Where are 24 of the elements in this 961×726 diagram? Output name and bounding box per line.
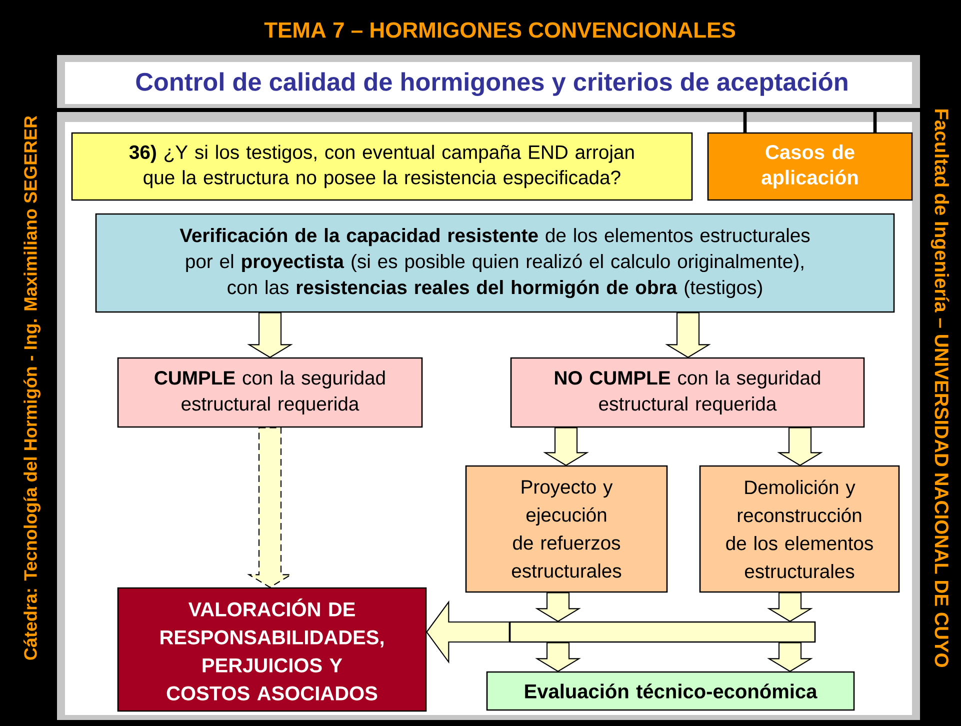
question-box: 36) ¿Y si los testigos, con eventual campaña END arrojan que la estructura no posee la resistencia especificada? (71, 132, 693, 201)
block-arrow (247, 427, 293, 588)
subtitle: Control de calidad de hormigones y criterios de aceptación (136, 72, 848, 96)
outcome-box: Evaluación técnico-económica (486, 671, 855, 711)
block-arrow (767, 642, 813, 672)
block-arrow (535, 592, 581, 622)
block-arrow (426, 600, 510, 664)
block-arrow (777, 427, 823, 466)
block-arrow (665, 312, 711, 358)
process-box: Verificación de la capacidad resistente de los elementos estructurales por el proyectista (si es posible quien realizó el calculo originalmente), con las resistencias reales del hormigón de obra (testigos) (95, 213, 895, 313)
side-label: Cátedra: Tecnología del Hormigón - Ing. Maximiliano SEGERER (24, 116, 40, 660)
result-box: CUMPLE con la seguridad estructural requerida (117, 357, 423, 428)
process-box: Demolición y reconstrucción de los elementos estructurales (699, 465, 900, 593)
arrow-bar (509, 621, 816, 643)
block-arrow (247, 312, 293, 358)
result-box: NO CUMPLE con la seguridad estructural requerida (510, 357, 865, 428)
block-arrow (543, 427, 589, 466)
outcome-box: VALORACIÓN DE RESPONSABILIDADES, PERJUICIOS Y COSTOS ASOCIADOS (117, 587, 427, 712)
block-arrow (535, 642, 581, 672)
process-box: Proyecto y ejecución de refuerzos estructurales (465, 465, 668, 593)
action-box: Casos de aplicación (707, 132, 913, 201)
side-label: Facultad de Ingeniería – UNIVERSIDAD NACIONAL DE CUYO (930, 109, 950, 667)
title: TEMA 7 – HORMIGONES CONVENCIONALES (264, 22, 736, 38)
block-arrow (767, 592, 813, 622)
